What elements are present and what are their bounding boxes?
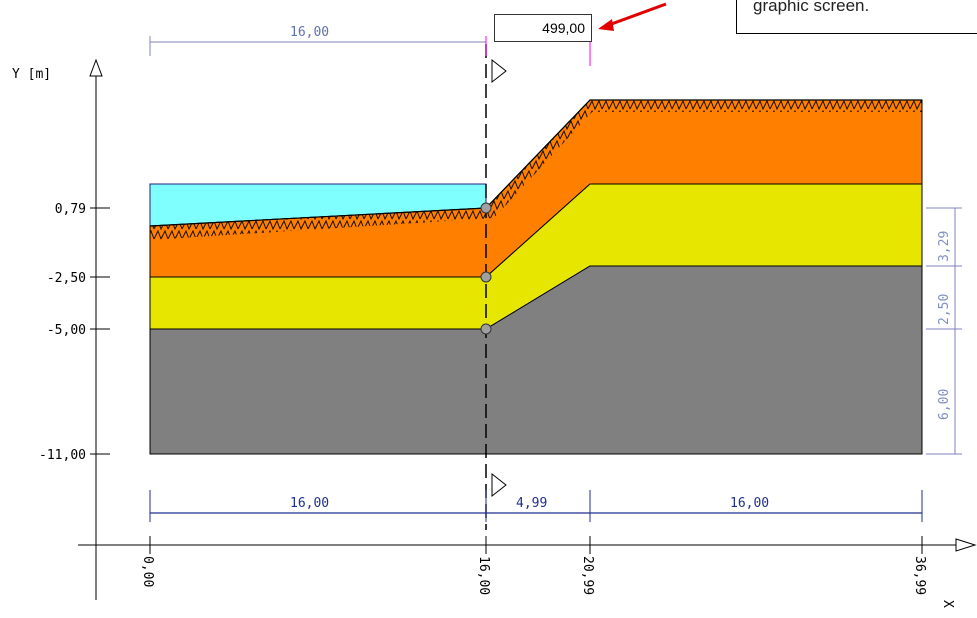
x-ticks: 0,00 16,00 20,99 36,99: [140, 536, 927, 595]
bottom-dimension-label: 16,00: [730, 496, 769, 511]
y-tick-label: -5,00: [47, 323, 86, 338]
value-edit-box[interactable]: 499,00: [494, 14, 592, 42]
x-axis-arrow-icon: [955, 538, 977, 552]
terrain-surface-line: [149, 99, 922, 227]
arrow-icon: [598, 2, 667, 31]
x-axis-label: X [m]: [940, 600, 955, 618]
right-dimension-label: 6,00: [937, 389, 952, 420]
y-ticks: 0,79 -2,50 -5,00 -11,00: [39, 202, 110, 463]
callout-note: graphic screen.: [736, 0, 977, 34]
top-dimension[interactable]: 16,00: [149, 25, 591, 66]
interface-point[interactable]: [480, 202, 492, 214]
y-axis-arrow-icon: [89, 58, 103, 77]
triangle-marker-icon[interactable]: [491, 472, 507, 498]
right-dimension-label: 3,29: [937, 231, 952, 262]
right-dimensions[interactable]: 3,29 2,50 6,00: [926, 207, 962, 455]
top-dimension-label: 16,00: [290, 25, 329, 40]
interface-point[interactable]: [480, 271, 492, 283]
bottom-dimensions[interactable]: 16,00 4,99 16,00: [149, 490, 923, 522]
x-tick-label: 16,00: [476, 556, 491, 595]
y-axis-label: Y [m]: [12, 67, 51, 82]
y-tick-label: -11,00: [39, 448, 86, 463]
x-tick-label: 36,99: [912, 556, 927, 595]
bottom-dimension-label: 4,99: [516, 496, 547, 511]
y-tick-label: 0,79: [55, 202, 86, 217]
triangle-marker-icon[interactable]: [491, 58, 507, 84]
x-tick-label: 0,00: [140, 556, 155, 587]
bottom-dimension-label: 16,00: [290, 496, 329, 511]
right-dimension-label: 2,50: [937, 294, 952, 325]
x-tick-label: 20,99: [580, 556, 595, 595]
y-tick-label: -2,50: [47, 271, 86, 286]
interface-point[interactable]: [480, 323, 492, 335]
terrain-hatching: [150, 100, 922, 240]
